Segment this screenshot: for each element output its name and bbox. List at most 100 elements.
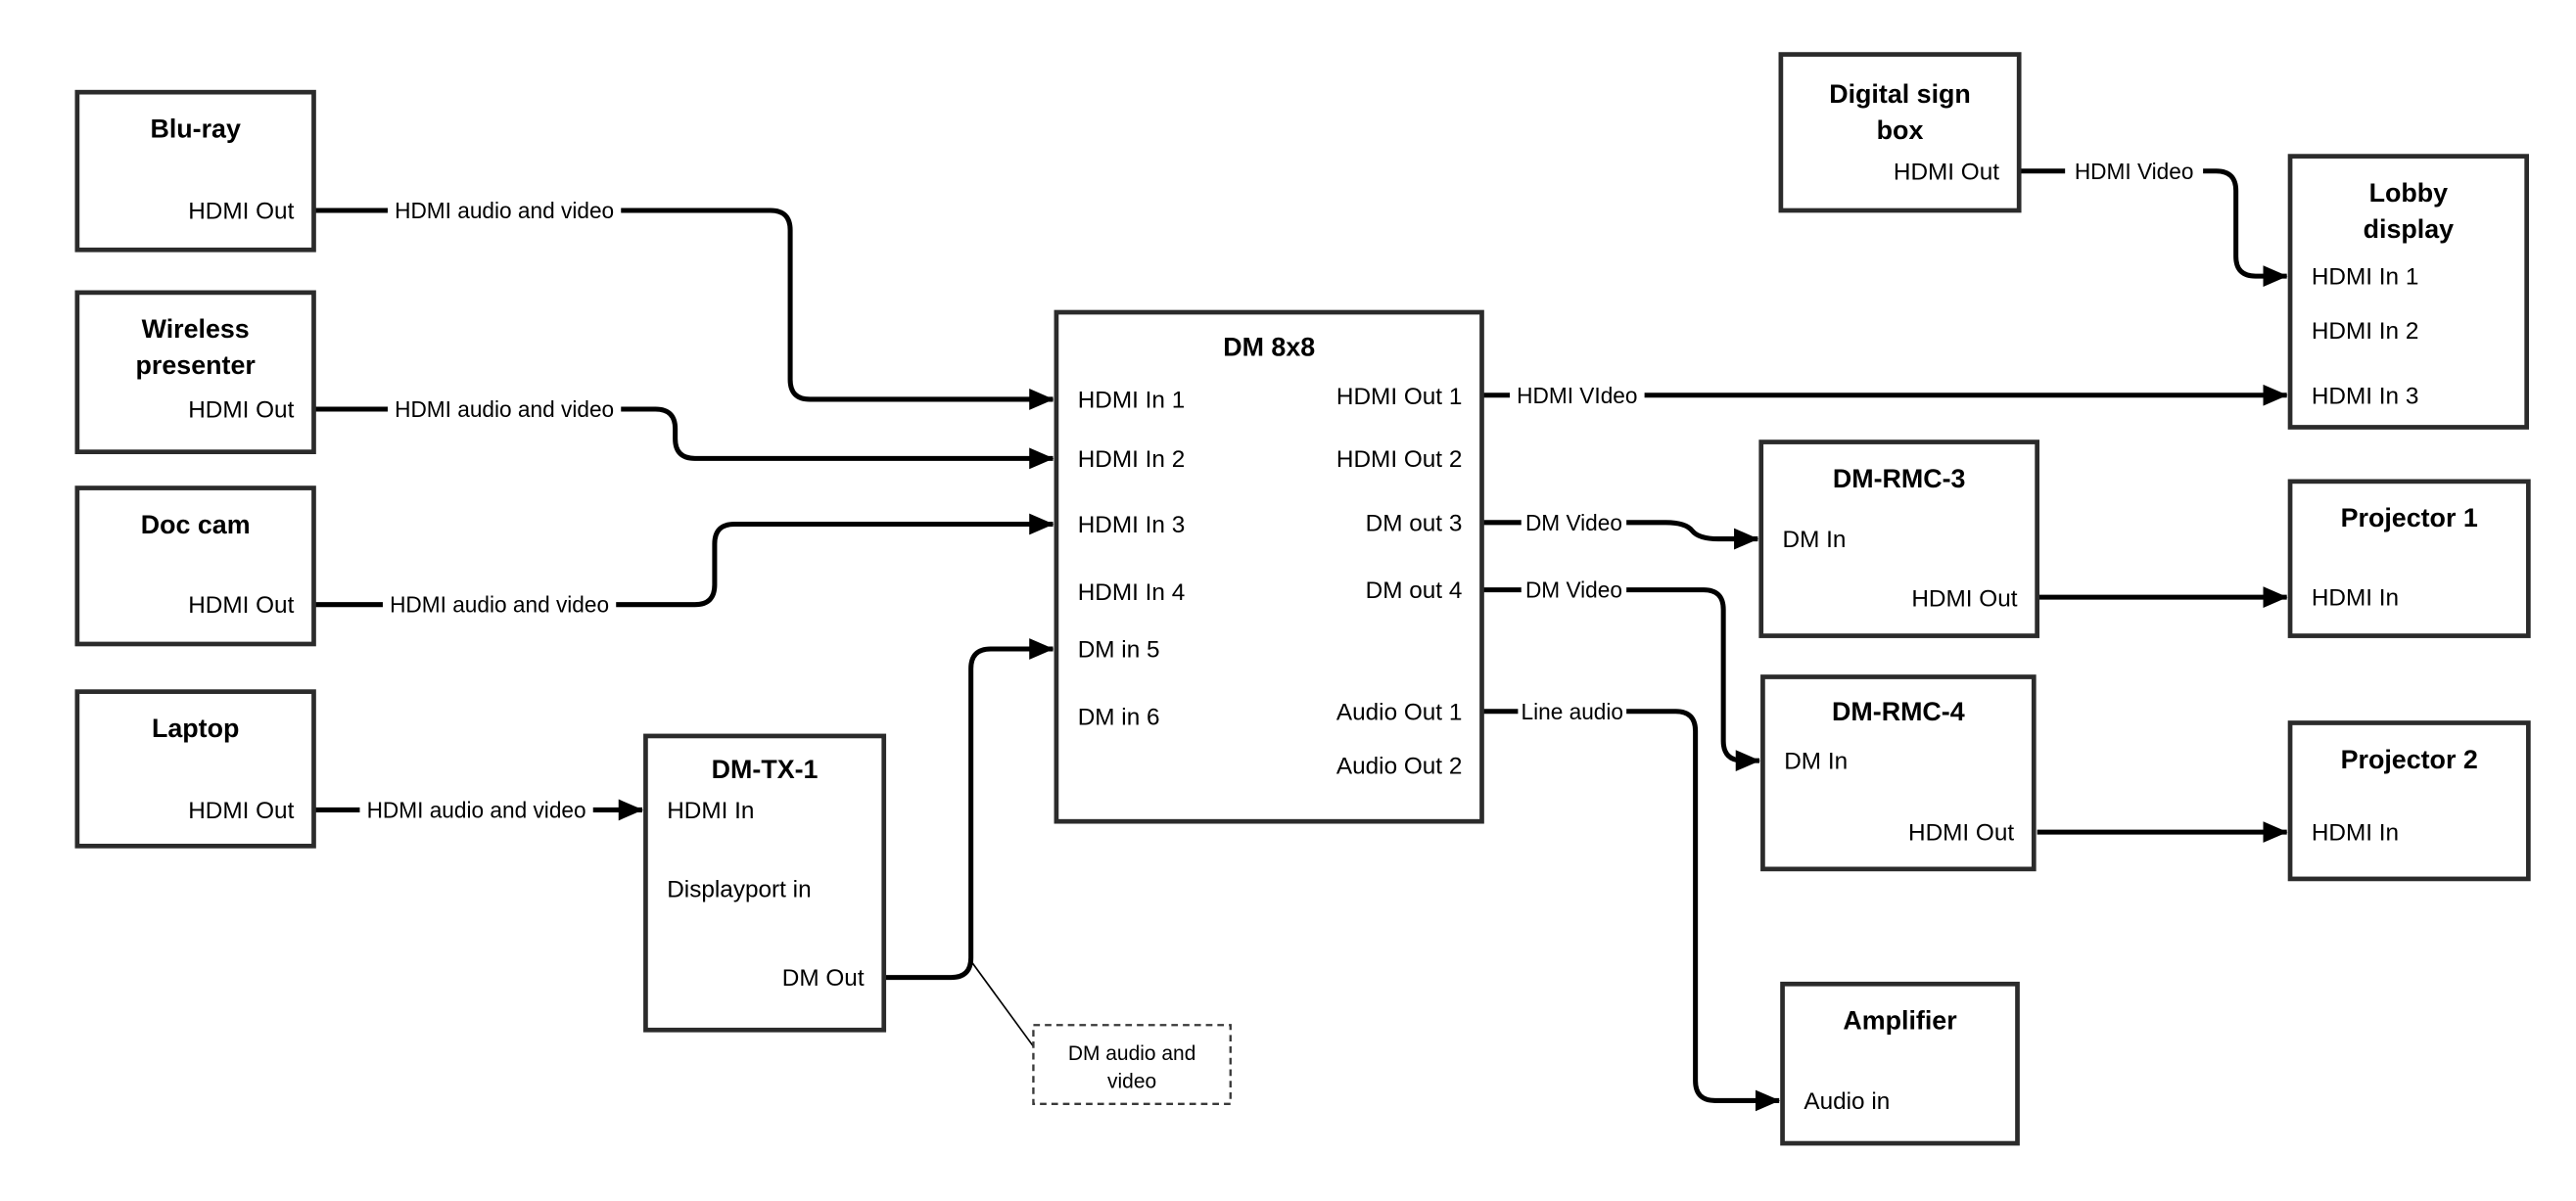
node-projector-1-title: Projector 1 [2341, 503, 2478, 532]
wire-digitalsign-to-lobby-in1 [2019, 168, 2288, 288]
port-dm-rmc-3-hdmi-out: HDMI Out [1911, 586, 2017, 613]
port-doc-cam-hdmi-out: HDMI Out [188, 592, 294, 619]
annotation-leader-line [969, 960, 1035, 1047]
node-projector-2-title: Projector 2 [2341, 745, 2478, 774]
port-dm-8x8-dm-in-6: DM in 6 [1078, 704, 1160, 730]
port-digital-sign-box-hdmi-out: HDMI Out [1894, 159, 1999, 185]
port-dm-tx-1-displayport-in: Displayport in [667, 877, 811, 903]
port-dm-8x8-hdmi-in-3: HDMI In 3 [1078, 512, 1186, 538]
node-dm-rmc-4-box [1760, 674, 2037, 872]
node-digital-sign-box-box [1778, 52, 2022, 213]
node-wireless-presenter-title: Wireless [142, 314, 250, 344]
port-lobby-display-hdmi-in-2: HDMI In 2 [2312, 318, 2419, 345]
node-wireless-presenter-title: presenter [136, 350, 257, 380]
label-dm-video-out4: DM Video [1525, 577, 1622, 603]
label-wireless-wire: HDMI audio and video [395, 396, 614, 422]
node-doc-cam-box [74, 485, 316, 647]
wire-dm8x8-out3-to-rmc3 [1481, 520, 1759, 550]
node-wireless-presenter-box [74, 290, 316, 454]
node-blu-ray-box [74, 89, 316, 253]
label-hdmi-video-out1-chip [1510, 382, 1645, 409]
port-dm-8x8-hdmi-in-4: HDMI In 4 [1078, 579, 1186, 606]
port-dm-rmc-4-hdmi-out: HDMI Out [1908, 820, 2014, 847]
node-dm-rmc-3-title: DM-RMC-3 [1833, 464, 1966, 493]
port-amplifier-audio-in: Audio in [1803, 1088, 1890, 1115]
port-dm-8x8-hdmi-in-2: HDMI In 2 [1078, 446, 1186, 473]
label-hdmi-video-sign: HDMI Video [2075, 159, 2194, 184]
node-digital-sign-box-title: Digital sign [1829, 79, 1971, 109]
node-dm-8x8-title: DM 8x8 [1223, 333, 1315, 362]
label-hdmi-video-sign-chip [2065, 158, 2204, 185]
node-dm-tx-1-box [643, 733, 887, 1033]
node-projector-1-box [2287, 479, 2531, 638]
port-lobby-display-hdmi-in-3: HDMI In 3 [2312, 383, 2419, 409]
node-projector-2: Projector 2 HDMI In [2287, 720, 2531, 882]
node-lobby-display-title: display [2364, 214, 2455, 244]
port-dm-8x8-hdmi-in-1: HDMI In 1 [1078, 388, 1186, 414]
label-doccam-wire-chip [382, 591, 617, 619]
port-dm-8x8-audio-out-1: Audio Out 1 [1336, 699, 1462, 725]
node-dm-rmc-3-box [1758, 439, 2039, 638]
port-dm-8x8-hdmi-out-1: HDMI Out 1 [1336, 384, 1462, 410]
node-digital-sign-box-title: box [1877, 115, 1924, 145]
wire-doccam-to-dm8x8-in3 [313, 513, 1054, 608]
wire-dm8x8-out4-to-rmc4 [1481, 587, 1760, 772]
label-dm-video-out4-chip [1521, 577, 1627, 604]
node-laptop-box [74, 689, 316, 849]
annotation-dashed-box [1032, 1024, 1232, 1105]
label-line-audio: Line audio [1522, 699, 1624, 724]
node-dm-8x8-box [1054, 309, 1484, 824]
wire-dmtx1-to-dm8x8-in5 [883, 638, 1054, 981]
node-lobby-display-box [2287, 154, 2530, 430]
node-blu-ray-title: Blu-ray [150, 114, 241, 143]
port-dm-tx-1-dm-out: DM Out [782, 965, 865, 992]
port-dm-8x8-dm-out-3: DM out 3 [1366, 510, 1463, 536]
wire-dm8x8-audio1-to-amplifier [1481, 709, 1781, 1112]
wire-bluray-to-dm8x8-in1 [313, 208, 1054, 410]
annotation-text: video [1107, 1071, 1156, 1093]
port-dm-8x8-dm-in-5: DM in 5 [1078, 637, 1160, 664]
dm-audio-and-video-note: DM audio and video [1032, 1024, 1232, 1105]
node-amplifier-title: Amplifier [1843, 1006, 1957, 1036]
node-dm-rmc-3: DM-RMC-3 DM In HDMI Out [1758, 439, 2039, 638]
wire-wireless-to-dm8x8-in2 [313, 406, 1054, 470]
label-laptop-wire: HDMI audio and video [367, 797, 586, 822]
label-laptop-wire-chip [359, 797, 593, 823]
port-laptop-hdmi-out: HDMI Out [188, 798, 294, 824]
port-dm-tx-1-hdmi-in: HDMI In [667, 798, 754, 824]
port-dm-rmc-3-dm-in: DM In [1783, 527, 1847, 553]
port-dm-8x8-hdmi-out-2: HDMI Out 2 [1336, 446, 1462, 473]
port-projector-2-hdmi-in: HDMI In [2312, 820, 2399, 847]
port-lobby-display-hdmi-in-1: HDMI In 1 [2312, 264, 2419, 291]
node-dm-tx-1-title: DM-TX-1 [712, 755, 819, 784]
port-projector-1-hdmi-in: HDMI In [2312, 585, 2399, 612]
label-dm-video-out3: DM Video [1525, 510, 1622, 535]
annotation-text: DM audio and [1068, 1042, 1196, 1065]
node-dm-rmc-4: DM-RMC-4 DM In HDMI Out [1760, 674, 2037, 872]
node-amplifier-box [1780, 981, 2020, 1146]
node-laptop-title: Laptop [152, 714, 239, 743]
label-wireless-wire-chip [387, 395, 622, 423]
node-projector-2-box [2287, 720, 2531, 882]
label-line-audio-chip [1518, 698, 1627, 725]
port-dm-8x8-dm-out-4: DM out 4 [1366, 577, 1463, 604]
node-dm-rmc-4-title: DM-RMC-4 [1832, 697, 1965, 726]
port-blu-ray-hdmi-out: HDMI Out [188, 199, 294, 225]
port-wireless-presenter-hdmi-out: HDMI Out [188, 397, 294, 424]
port-dm-8x8-audio-out-2: Audio Out 2 [1336, 754, 1462, 780]
node-projector-1: Projector 1 HDMI In [2287, 479, 2531, 638]
port-dm-rmc-4-dm-in: DM In [1784, 749, 1848, 775]
label-dm-video-out3-chip [1521, 509, 1627, 536]
label-doccam-wire: HDMI audio and video [390, 592, 609, 618]
